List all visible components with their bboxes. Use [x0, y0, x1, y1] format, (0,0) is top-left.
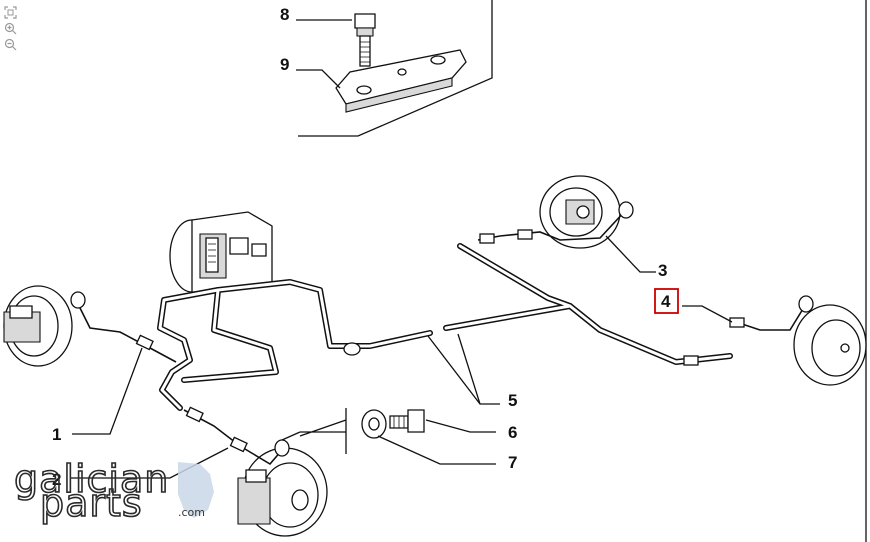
callout-4-highlight-box [654, 288, 679, 314]
bracket-line [281, 408, 347, 454]
front-right-brake-disc [237, 447, 328, 537]
sealing-washer [361, 409, 387, 439]
callout-6: 6 [508, 423, 517, 442]
zoom-out-icon[interactable] [4, 38, 17, 51]
galicianparts-watermark: galician parts .com [13, 456, 214, 526]
plate-part [335, 49, 467, 113]
pipe-union-bolt [389, 409, 425, 433]
callout-8: 8 [280, 5, 289, 24]
callout-3: 3 [658, 261, 667, 280]
callout-7: 7 [508, 453, 517, 472]
zoom-in-icon[interactable] [4, 22, 17, 35]
sensor-wiring [75, 209, 807, 466]
rear-right-brake-disc [793, 304, 867, 386]
callout-2: 2 [52, 470, 61, 489]
callout-4: 4 [661, 292, 671, 311]
front-left-brake-disc [3, 285, 73, 367]
inset-border [298, 0, 493, 137]
watermark-line1: galician [14, 457, 169, 501]
wheel-speed-sensors [70, 201, 814, 457]
rear-left-brake-disc [539, 175, 621, 249]
bolt-part [354, 13, 376, 67]
abs-hydraulic-unit [169, 211, 273, 293]
fit-icon[interactable] [4, 6, 17, 19]
callout-9: 9 [280, 55, 289, 74]
watermark-domain: .com [178, 506, 205, 519]
callout-1: 1 [52, 425, 61, 444]
viewer-toolbar [4, 6, 18, 54]
callout-5: 5 [508, 391, 517, 410]
leader-lines [70, 19, 733, 479]
watermark-map-shape [178, 462, 214, 518]
watermark-line2: parts [40, 481, 143, 525]
